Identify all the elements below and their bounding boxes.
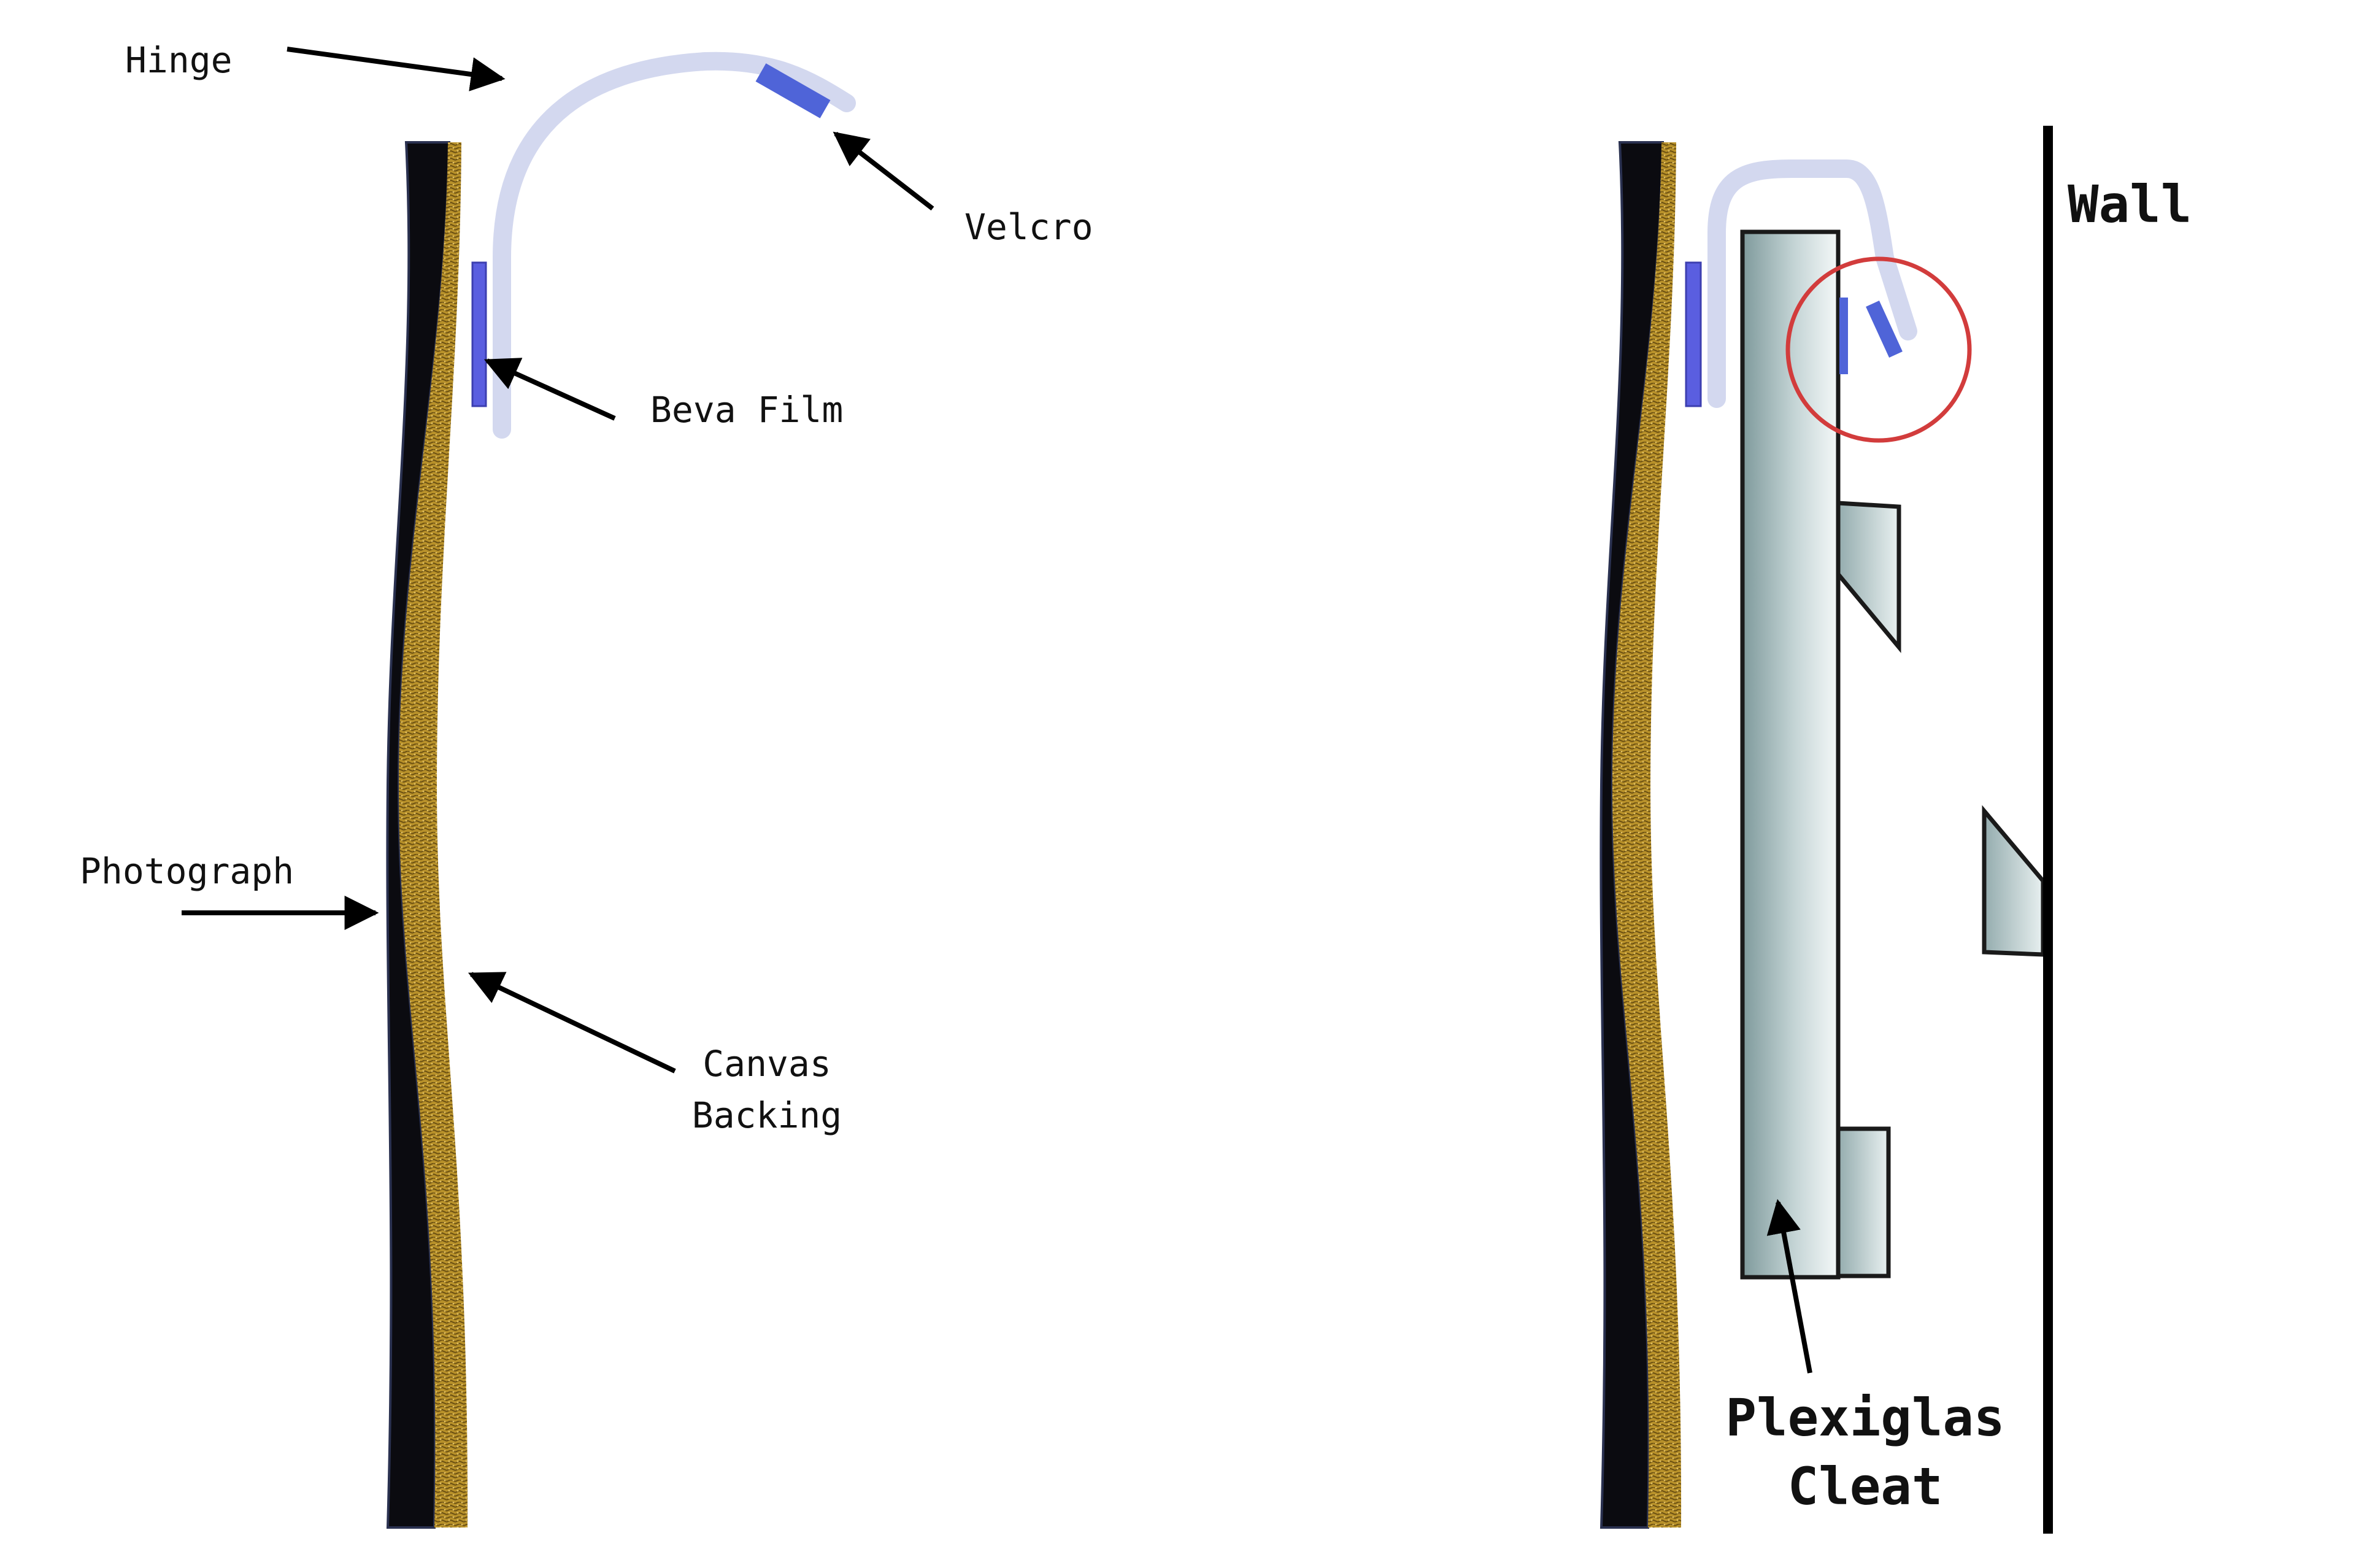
- hinge-right: [1707, 159, 1917, 408]
- label-hinge: Hinge: [125, 39, 233, 81]
- label-beva-film: Beva Film: [650, 389, 843, 431]
- label-wall: Wall: [2068, 174, 2192, 234]
- wall-wedge: [1982, 805, 2046, 957]
- label-photograph: Photograph: [80, 850, 294, 892]
- beva-film-right: [1685, 261, 1702, 407]
- velcro-left: [755, 63, 831, 118]
- cleat-wedge-upper: [1836, 501, 1901, 653]
- pointer-arrows: [182, 47, 1812, 1374]
- arrow-plexiglas-cleat: [1766, 1199, 1812, 1374]
- label-plexiglas-line2: Cleat: [1788, 1456, 1943, 1516]
- arrow-velcro: [833, 131, 934, 211]
- label-velcro: Velcro: [964, 206, 1093, 248]
- left-assembly: [386, 52, 856, 1529]
- right-assembly: [1600, 126, 2053, 1534]
- label-canvas-line1: Canvas: [703, 1043, 831, 1085]
- velcro-on-cleat: [1839, 298, 1848, 374]
- label-canvas-line2: Backing: [692, 1094, 842, 1136]
- canvas-backing-left: [399, 142, 468, 1528]
- labels: Hinge Velcro Beva Film Photograph Canvas…: [80, 39, 2192, 1516]
- label-plexiglas-line1: Plexiglas: [1725, 1388, 2004, 1448]
- canvas-backing-right: [1612, 142, 1682, 1528]
- arrow-hinge: [287, 47, 506, 91]
- arrow-canvas-backing: [468, 972, 676, 1074]
- hinge-left: [493, 52, 856, 439]
- velcro-on-hinge-right: [1866, 301, 1903, 358]
- velcro-highlight-circle: [1785, 256, 1972, 443]
- arrow-beva-film: [483, 358, 616, 421]
- beva-film-left: [471, 261, 487, 407]
- cleat-spacer-block: [1836, 1126, 1891, 1278]
- plexiglas-cleat: [1740, 229, 1841, 1280]
